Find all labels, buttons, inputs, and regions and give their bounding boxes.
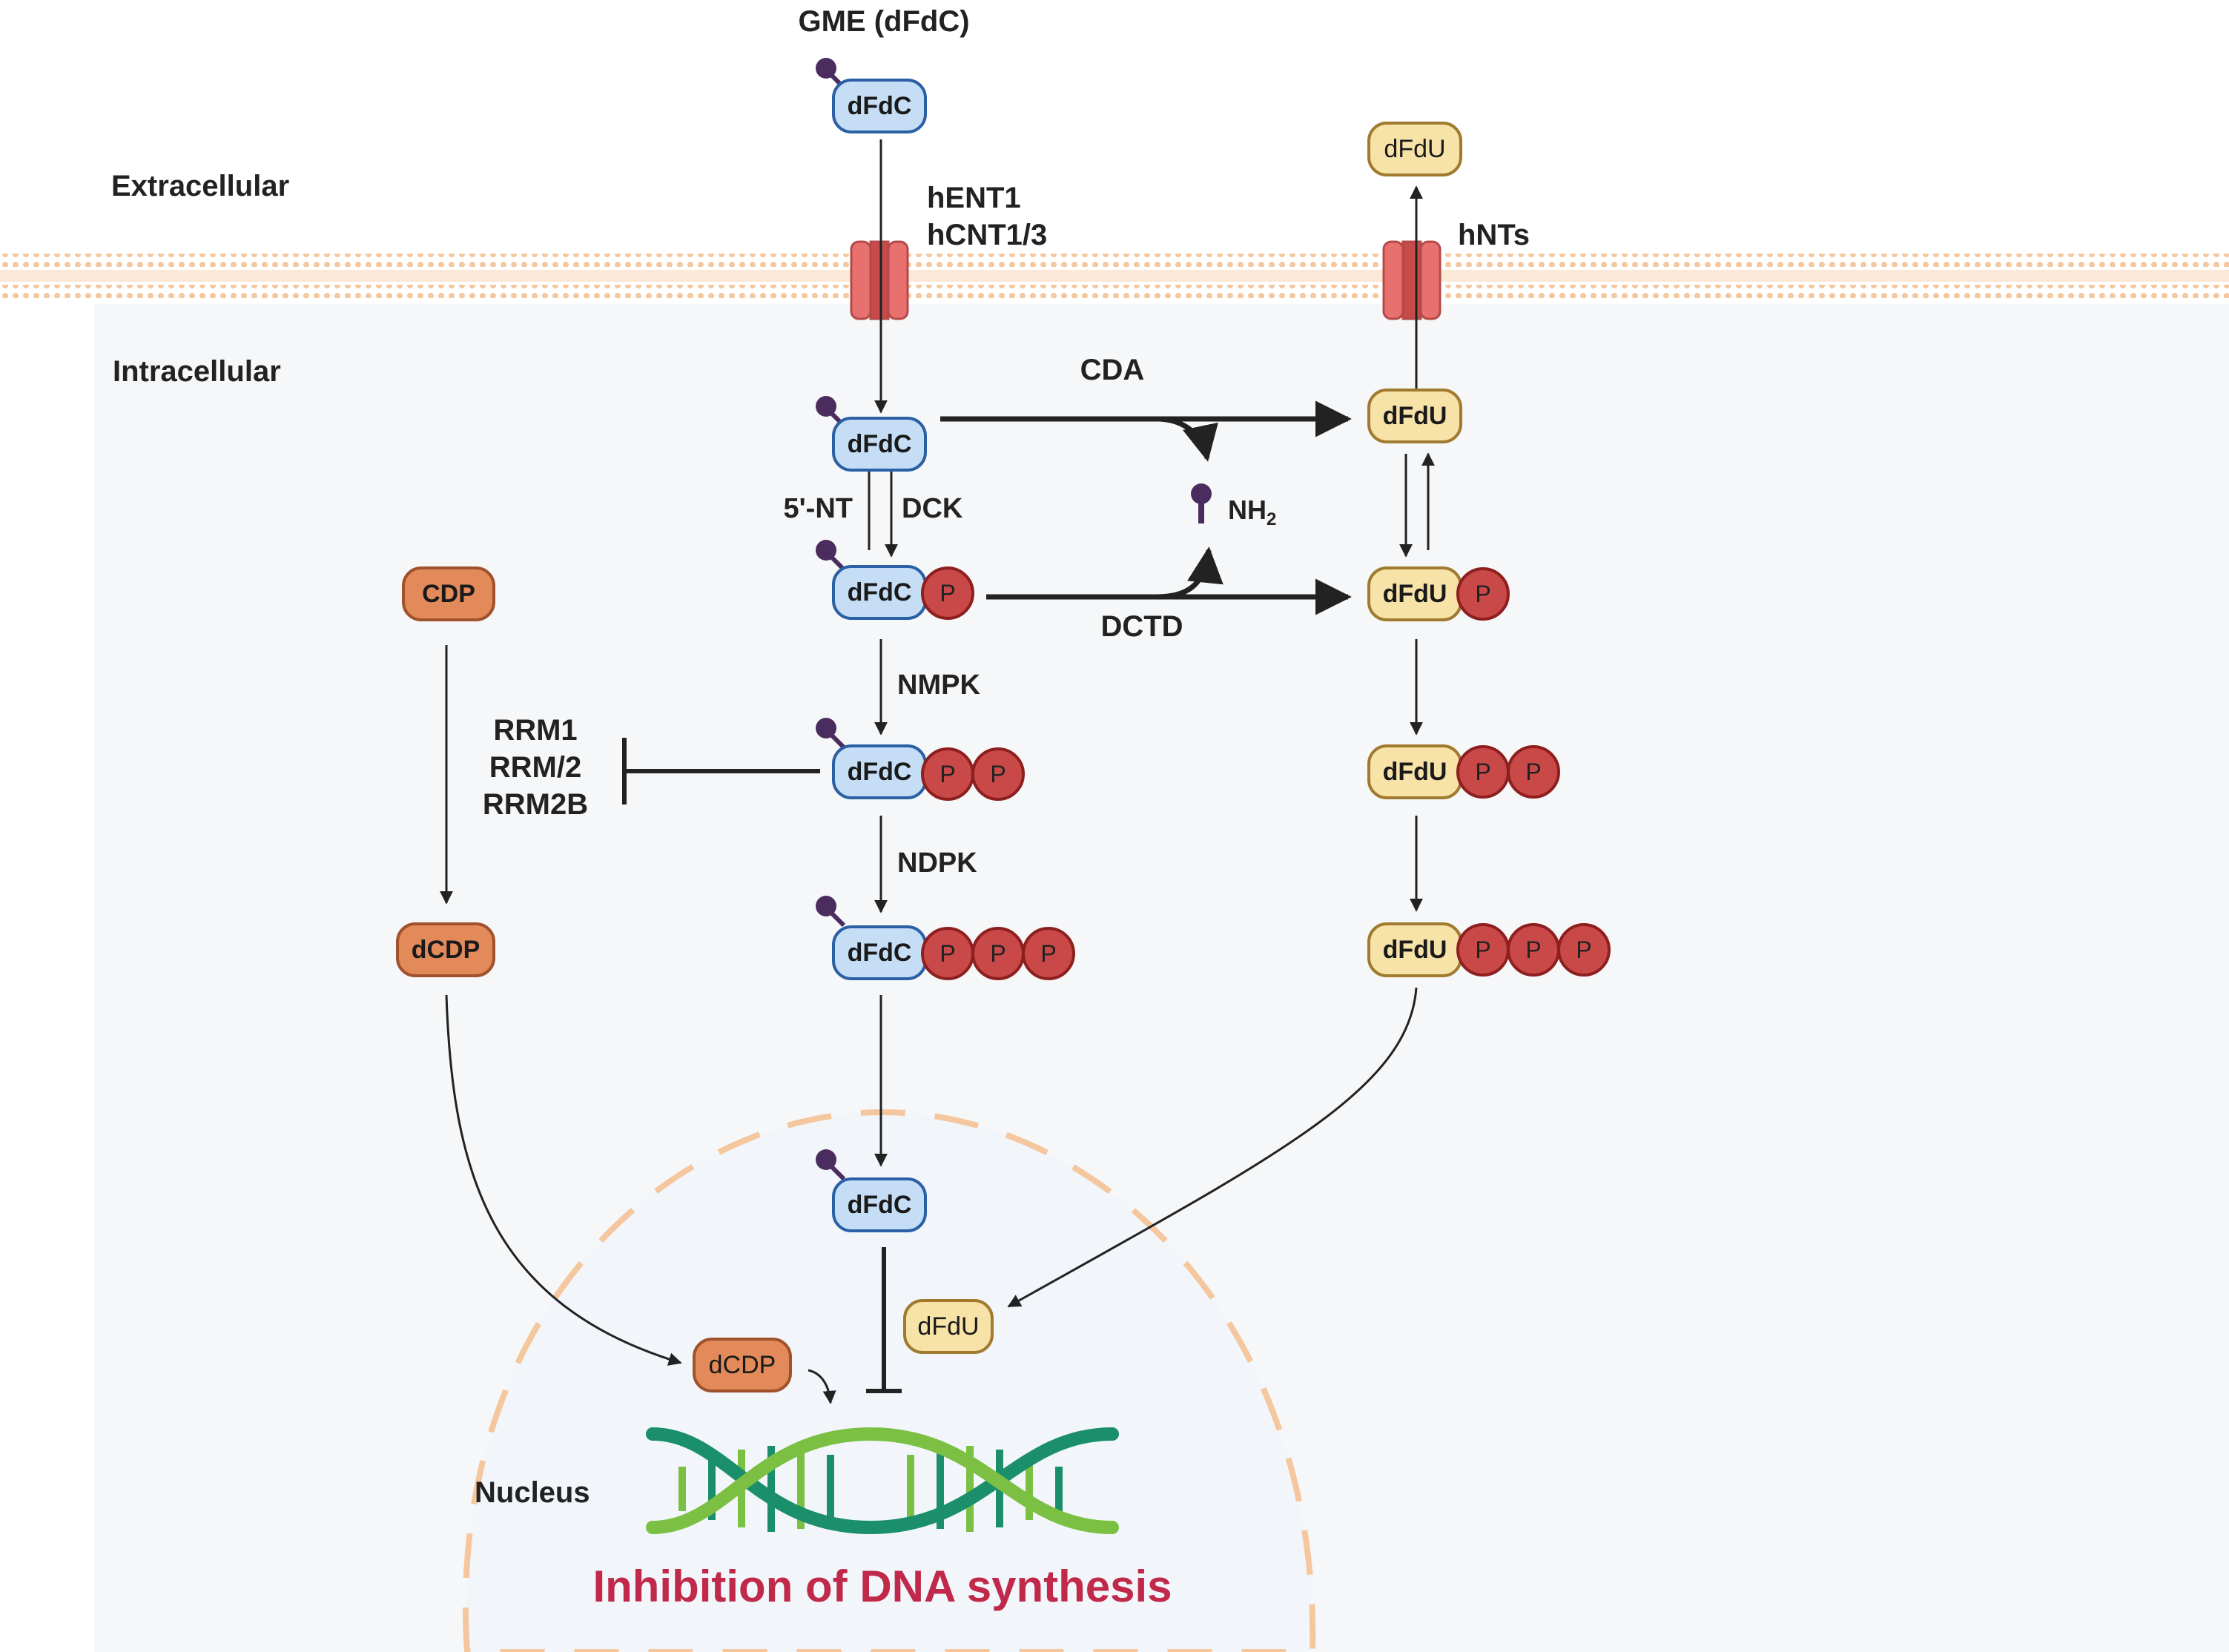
dna-helix-icon [646,1427,1119,1535]
phosphate-icon [971,747,1025,801]
svg-text:dFdC: dFdC [848,578,912,607]
intracellular-label: Intracellular [113,355,281,388]
fluorine-cap-icon [816,540,836,561]
dfdu-intracellular: dFdU [1367,389,1462,443]
cell-membrane [0,254,2229,298]
phosphate-icon [1507,745,1560,799]
svg-text:CDP: CDP [422,580,475,608]
hnts-label: hNTs [1458,219,1530,251]
hcnt-label: hCNT1/3 [927,219,1047,251]
dfdu-nucleus: dFdU [903,1299,994,1354]
arrow-dcdp-to-dna [808,1369,836,1404]
dfdc-diphosphate: dFdC P P [816,718,1025,801]
fluorine-cap-icon [816,1149,836,1170]
phosphate-icon [1022,927,1075,980]
hent1-label: hENT1 [927,182,1021,214]
dfdc-triphosphate: dFdC P P P [816,896,1075,980]
inhibition-title: Inhibition of DNA synthesis [592,1562,1172,1611]
svg-text:P: P [1525,936,1541,963]
dfdc-nucleus: dFdC [816,1149,927,1232]
dfdc-intracellular: dFdC [816,396,927,472]
nh2-label: NH2 [1228,495,1276,529]
dfdu-diphosphate: dFdU P P [1367,744,1560,799]
rrm1-label: RRM1 [493,714,577,747]
ndpk-label: NDPK [897,848,977,879]
svg-text:dFdC: dFdC [848,92,912,120]
svg-text:dFdC: dFdC [848,1191,912,1219]
svg-text:P: P [1576,936,1591,963]
phosphate-icon [1557,923,1611,977]
dfdu-triphosphate: dFdU P P P [1367,922,1611,977]
fluorine-cap-icon [816,718,836,739]
drug-title: GME (dFdC) [798,5,969,38]
svg-text:dFdC: dFdC [848,430,912,458]
rrm2-label: RRM/2 [489,751,581,784]
nucleus-label: Nucleus [475,1476,590,1509]
arrow-cda-nh2 [1156,416,1218,462]
svg-text:P: P [990,940,1005,967]
nt5-label: 5'-NT [784,493,853,524]
cdp: CDP [402,566,495,621]
transporter-out-icon [1382,240,1442,320]
svg-text:dFdU: dFdU [1383,936,1447,964]
dctd-label: DCTD [1100,610,1183,643]
svg-text:P: P [1475,759,1490,785]
svg-text:dFdU: dFdU [1383,758,1447,786]
phosphate-icon [1456,567,1510,621]
dcdp: dCDP [396,922,495,977]
svg-text:dFdC: dFdC [848,758,912,786]
transporter-in-icon [850,240,909,320]
arrow-dfdutp-to-nucleus [1007,987,1418,1308]
nmpk-label: NMPK [897,670,980,701]
dfdu-extracellular: dFdU [1367,122,1462,176]
dcdp-nucleus: dCDP [693,1338,792,1392]
rrm2b-label: RRM2B [483,788,588,821]
svg-text:P: P [940,580,955,607]
extracellular-label: Extracellular [111,170,289,202]
svg-text:dCDP: dCDP [709,1351,776,1379]
svg-text:P: P [990,761,1005,787]
svg-text:P: P [1475,936,1490,963]
fluorine-cap-icon [816,896,836,916]
phosphate-icon [921,566,974,620]
svg-text:P: P [1040,940,1056,967]
dfdc-monophosphate: dFdC P [816,540,974,620]
arrow-dcdp-to-nucleus [445,994,682,1366]
svg-text:P: P [940,940,955,967]
dfdc-extracellular: dFdC [816,58,927,133]
dfdu-monophosphate: dFdU P [1367,566,1510,621]
dck-label: DCK [902,493,963,524]
cda-label: CDA [1080,354,1145,386]
svg-text:dCDP: dCDP [412,936,481,964]
svg-text:dFdU: dFdU [1383,402,1447,430]
svg-text:dFdU: dFdU [917,1312,979,1341]
svg-text:P: P [1525,759,1541,785]
svg-text:P: P [1475,581,1490,607]
fluorine-cap-icon [816,396,836,417]
nh2-icon [1191,483,1212,523]
arrow-dctd-nh2 [1156,546,1224,600]
svg-text:dFdC: dFdC [848,939,912,967]
svg-text:dFdU: dFdU [1384,135,1445,163]
svg-text:dFdU: dFdU [1383,580,1447,608]
fluorine-cap-icon [816,58,836,79]
svg-text:P: P [940,761,955,787]
